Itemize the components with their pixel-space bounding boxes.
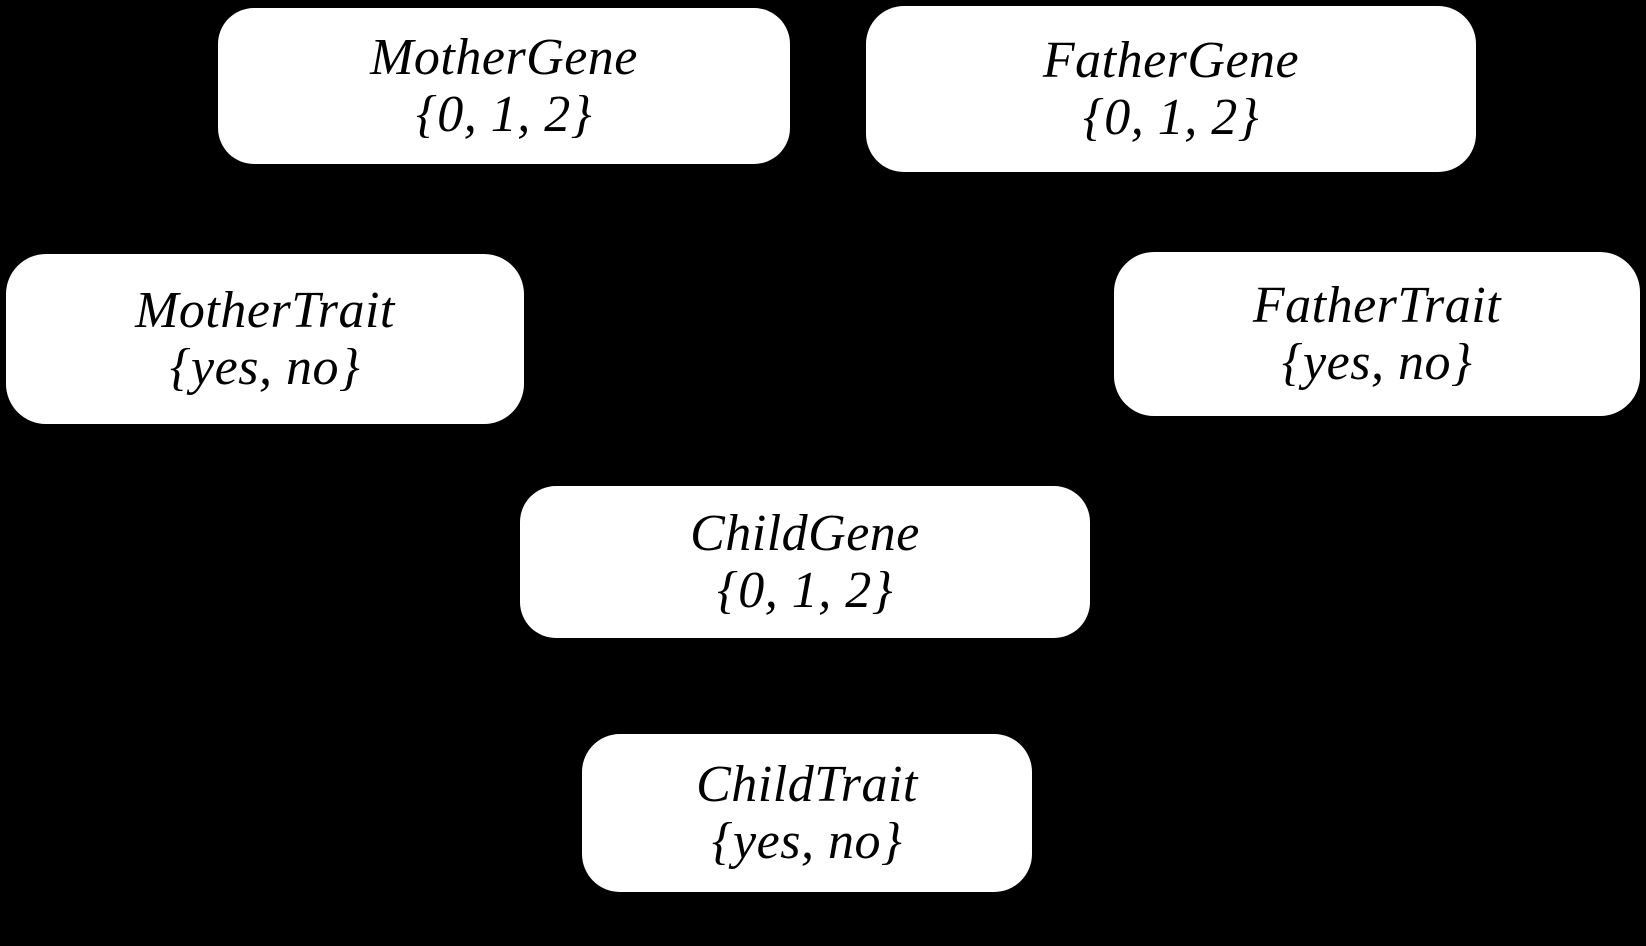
node-child-gene[interactable]: ChildGene {0, 1, 2}: [520, 486, 1090, 638]
node-father-gene-domain: {0, 1, 2}: [1082, 89, 1260, 146]
node-mother-trait[interactable]: MotherTrait {yes, no}: [6, 254, 524, 424]
node-father-trait[interactable]: FatherTrait {yes, no}: [1114, 252, 1640, 416]
node-child-gene-domain: {0, 1, 2}: [716, 562, 894, 619]
node-child-trait-title: ChildTrait: [696, 755, 918, 813]
node-mother-gene-domain: {0, 1, 2}: [415, 86, 593, 143]
node-mother-gene-title: MotherGene: [370, 28, 638, 86]
node-father-trait-domain: {yes, no}: [1281, 334, 1473, 391]
node-mother-trait-title: MotherTrait: [135, 281, 395, 339]
node-child-trait[interactable]: ChildTrait {yes, no}: [582, 734, 1032, 892]
node-father-gene[interactable]: FatherGene {0, 1, 2}: [866, 6, 1476, 172]
node-father-trait-title: FatherTrait: [1252, 276, 1502, 334]
node-child-gene-title: ChildGene: [690, 504, 920, 562]
node-child-trait-domain: {yes, no}: [711, 813, 903, 870]
node-mother-trait-domain: {yes, no}: [169, 339, 361, 396]
node-father-gene-title: FatherGene: [1042, 31, 1300, 89]
node-mother-gene[interactable]: MotherGene {0, 1, 2}: [218, 8, 790, 164]
